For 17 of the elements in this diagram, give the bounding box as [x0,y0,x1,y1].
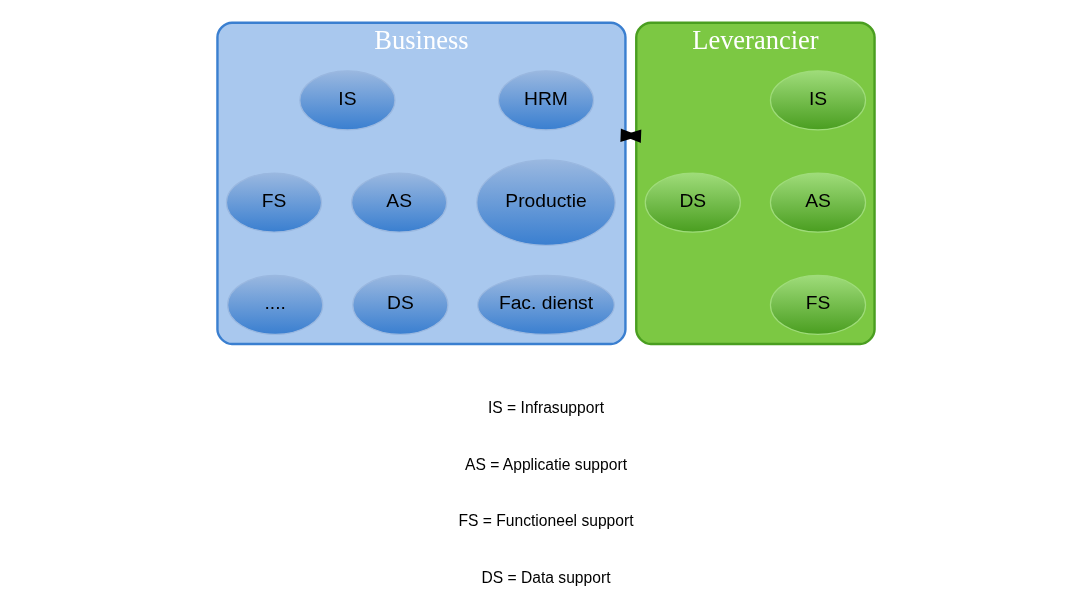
label: IS = Infrasupport [488,399,604,417]
node-ellipse: AS [769,172,867,233]
node-ellipse: AS [351,172,448,233]
node-ellipse: IS [769,70,867,131]
label: AS = Applicatie support [465,455,627,473]
arrow [620,128,642,143]
node-ellipse: .... [227,274,324,335]
node-ellipse: DS [644,172,741,233]
label: FS = Functioneel support [458,512,634,530]
node-ellipse: Productie [476,159,616,246]
node-ellipse: FS [225,172,323,233]
node-ellipse: DS [352,274,449,335]
node-ellipse: HRM [497,70,595,131]
label: DS = Data support [481,568,611,586]
node-ellipse: IS [299,70,396,131]
node-ellipse: FS [769,274,867,335]
node-ellipse: Fac. dienst [477,274,615,335]
